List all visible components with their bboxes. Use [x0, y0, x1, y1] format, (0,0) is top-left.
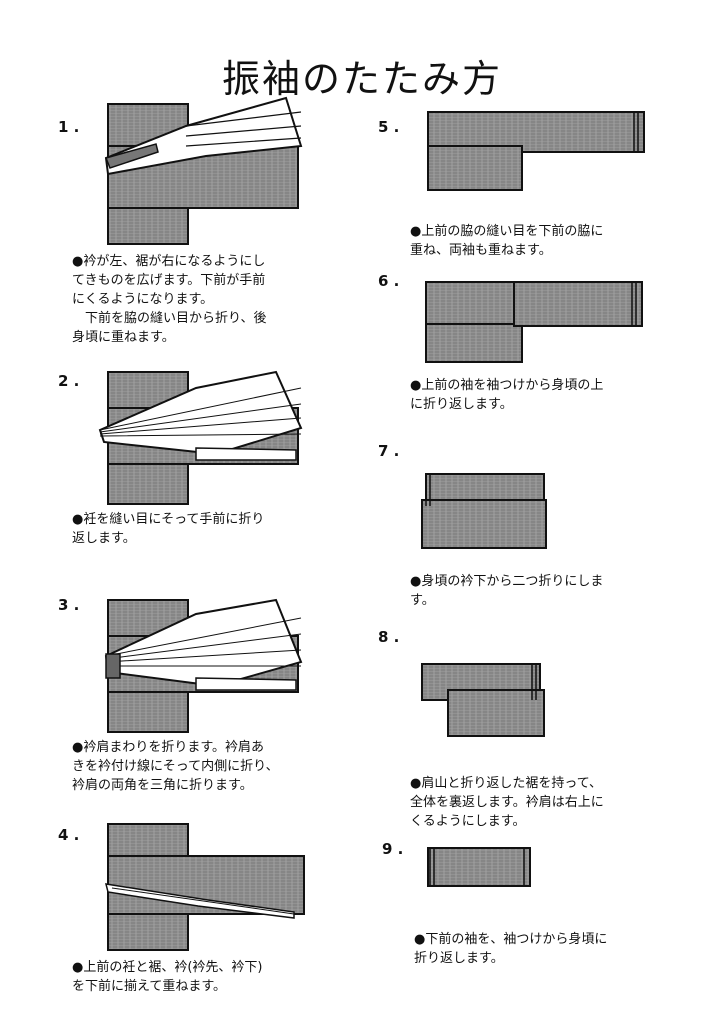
step-9-illustration	[424, 842, 534, 892]
step-8-text: ●肩山と折り返した裾を持って、 全体を裏返します。衿肩は右上に くるようにします…	[410, 776, 604, 829]
step-7-illustration	[420, 470, 550, 556]
step-2-number: 2 .	[58, 372, 80, 390]
page-title: 振袖のたたみ方	[221, 57, 502, 101]
step-9-number: 9 .	[382, 840, 404, 858]
step-8-illustration	[420, 660, 550, 746]
step-1-text: ●衿が左、裾が右になるようにし てきものを広げます。下前が手前 にくるようになり…	[72, 254, 267, 345]
step-3-text: ●衿肩まわりを折ります。衿肩あ きを衿付け線にそって内側に折り、 衿肩の両角を三…	[72, 740, 279, 793]
step-6-number: 6 .	[378, 272, 400, 290]
step-2-illustration	[96, 368, 306, 508]
step-8-number: 8 .	[378, 628, 400, 646]
step-4-text: ●上前の衽と裾、衿(衿先、衿下) を下前に揃えて重ねます。	[72, 960, 263, 994]
step-9-text: ●下前の袖を、袖つけから身頃に 折り返します。	[414, 932, 608, 966]
step-6-illustration	[420, 276, 650, 366]
step-1-illustration	[96, 96, 306, 246]
step-4-illustration	[98, 820, 308, 952]
step-5-illustration	[420, 106, 650, 196]
step-5-text: ●上前の脇の縫い目を下前の脇に 重ね、両袖も重ねます。	[410, 224, 604, 258]
step-5-number: 5 .	[378, 118, 400, 136]
step-3-number: 3 .	[58, 596, 80, 614]
step-7-number: 7 .	[378, 442, 400, 460]
step-6-text: ●上前の袖を袖つけから身頃の上 に折り返します。	[410, 378, 604, 412]
step-3-illustration	[96, 596, 306, 736]
step-4-number: 4 .	[58, 826, 80, 844]
step-7-text: ●身頃の衿下から二つ折りにしま す。	[410, 574, 604, 608]
step-1-number: 1 .	[58, 118, 80, 136]
step-2-text: ●衽を縫い目にそって手前に折り 返します。	[72, 512, 265, 546]
